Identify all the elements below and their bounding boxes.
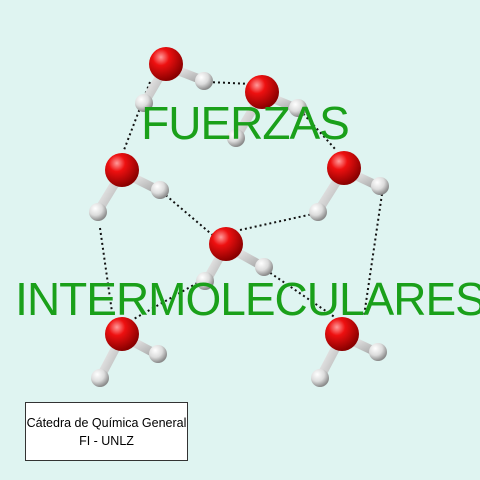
hydrogen-atom [371,177,389,195]
hydrogen-atom [151,181,169,199]
oxygen-atom [105,153,139,187]
oxygen-atom [209,227,243,261]
oxygen-atom [325,317,359,351]
water-molecule [135,47,213,112]
credit-department: Cátedra de Química General [26,415,187,430]
hydrogen-atom [91,369,109,387]
credit-box: Cátedra de Química General FI - UNLZ [25,402,188,461]
water-molecule [196,227,273,290]
oxygen-atom [327,151,361,185]
hydrogen-bond [363,193,383,317]
hydrogen-atom [309,203,327,221]
water-molecule [227,75,307,147]
oxygen-atom [245,75,279,109]
hydrogen-bond [265,269,337,319]
hydrogen-atom [311,369,329,387]
water-molecule [91,317,167,387]
hydrogen-bond [131,277,207,321]
water-molecule [309,151,389,221]
hydrogen-bond [207,81,253,85]
oxygen-atom [105,317,139,351]
hydrogen-bond [299,109,337,151]
hydrogen-bonds [99,81,383,321]
hydrogen-atom [255,258,273,276]
hydrogen-atom [195,72,213,90]
hydrogen-atom [149,345,167,363]
hydrogen-atom [227,129,245,147]
hydrogen-atom [89,203,107,221]
hydrogen-bond [123,81,151,151]
title-line-2: INTERMOLECULARES [15,273,480,325]
water-molecule [311,317,387,387]
hydrogen-atom [369,343,387,361]
title-line-1: FUERZAS [141,97,350,149]
water-molecule [89,153,169,221]
credit-institution: FI - UNLZ [79,433,134,448]
hydrogen-bond [239,211,323,231]
hydrogen-atom [196,272,214,290]
oxygen-atom [149,47,183,81]
hydrogen-atom [289,99,307,117]
hydrogen-bond [161,191,217,239]
hydrogen-bond [99,227,113,313]
hydrogen-atom [135,94,153,112]
